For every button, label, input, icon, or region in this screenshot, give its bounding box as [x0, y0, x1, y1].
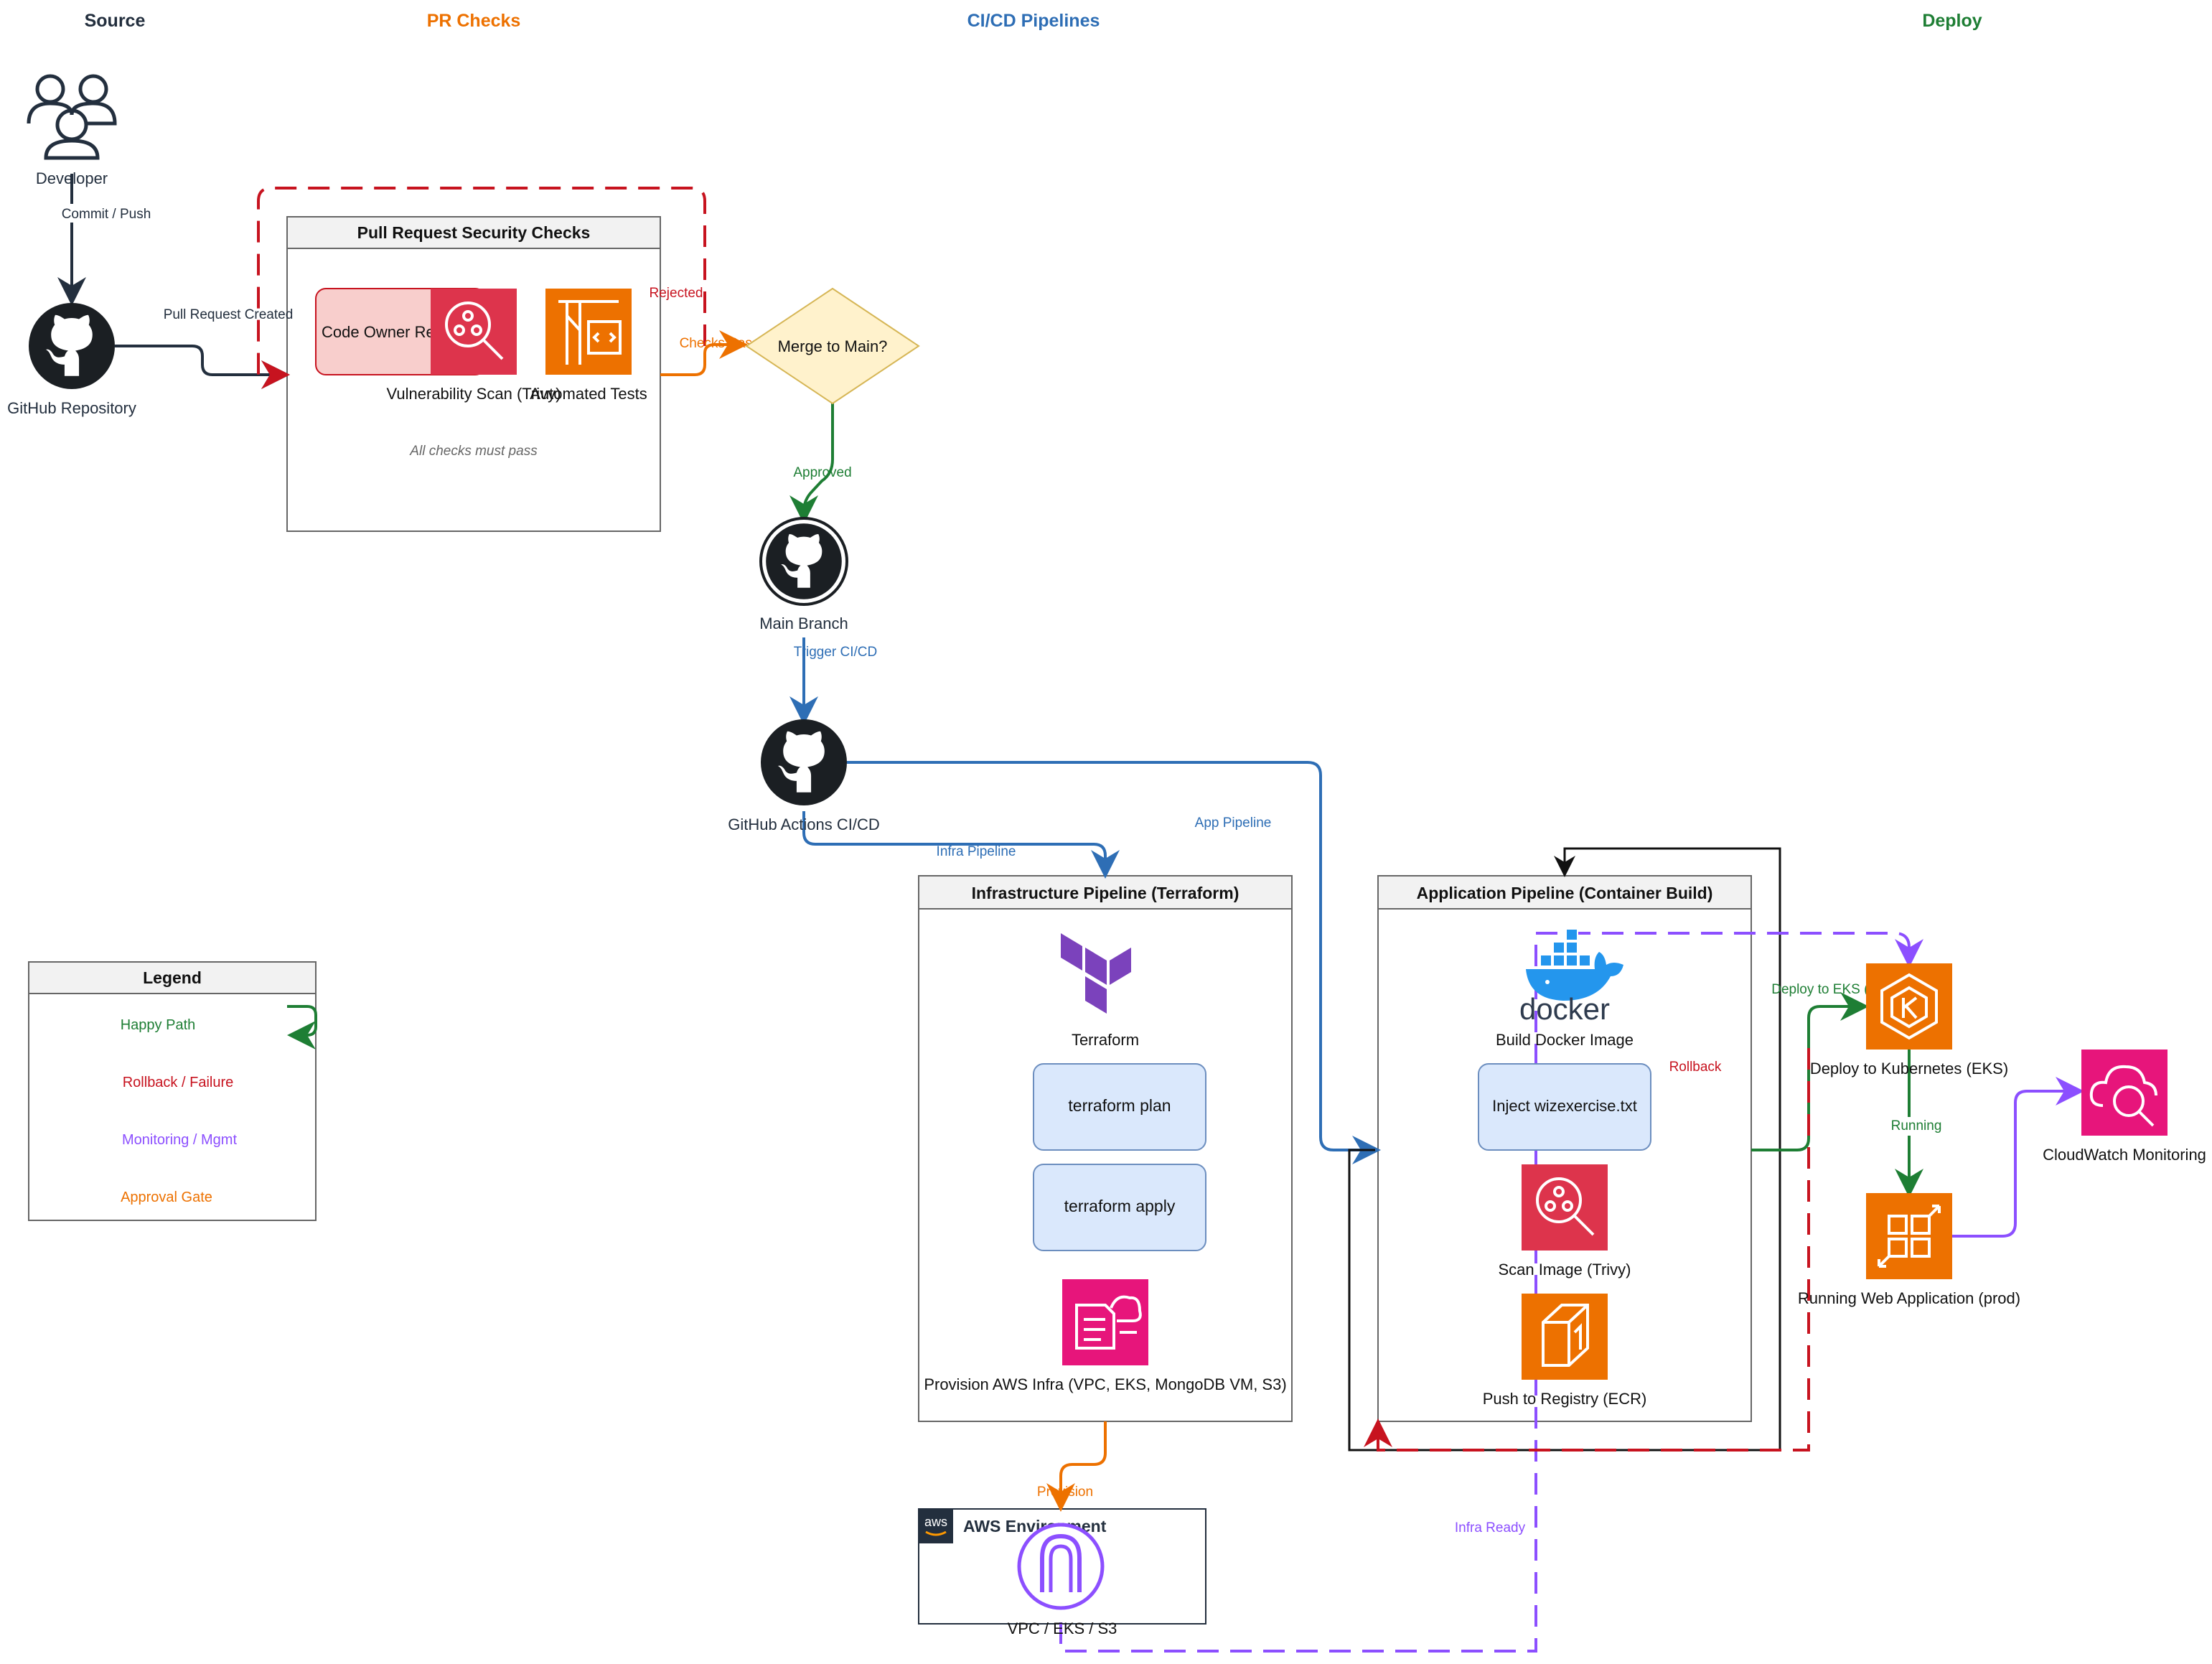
running-app-label: Running Web Application (prod): [1798, 1289, 2020, 1307]
edge-app-loop: [1554, 847, 1781, 905]
auto-tests-label: Automated Tests: [530, 385, 647, 403]
docker-icon: docker: [1519, 928, 1623, 1026]
provision-aws-infra-node[interactable]: Provision AWS Infra (VPC, EKS, MongoDB V…: [924, 1279, 1287, 1393]
edge-deploy-to-eks: [1751, 992, 1869, 1151]
github-icon: [761, 719, 847, 805]
label-provision: Provision: [1037, 1485, 1093, 1500]
label-pr-created: Pull Request Created: [164, 307, 294, 322]
inject-label: Inject wizexercise.txt: [1492, 1097, 1637, 1115]
terraform-plan-step[interactable]: terraform plan: [1033, 1063, 1206, 1151]
label-rollback: Rollback: [1669, 1060, 1722, 1075]
pr-group-title: Pull Request Security Checks: [357, 223, 591, 242]
terraform-label: Terraform: [1072, 1031, 1139, 1049]
edge-app-pipeline: [847, 761, 1381, 1164]
main-branch-label: Main Branch: [759, 614, 848, 632]
label-checks-pass: Checks Pass: [680, 336, 759, 351]
tf-apply-label: terraform apply: [1064, 1197, 1176, 1215]
app-group-title: Application Pipeline (Container Build): [1417, 884, 1713, 902]
github-icon: [29, 303, 115, 389]
automated-tests-node[interactable]: Automated Tests: [530, 289, 647, 403]
build-docker-label: Build Docker Image: [1496, 1031, 1634, 1049]
edge-monitoring: [1952, 1077, 2084, 1238]
inject-step[interactable]: Inject wizexercise.txt: [1478, 1063, 1651, 1151]
edge-approved: [789, 402, 834, 524]
legend-approval: Approval Gate: [121, 1189, 212, 1205]
provision-infra-label: Provision AWS Infra (VPC, EKS, MongoDB V…: [924, 1375, 1286, 1393]
terraform-icon: [1061, 933, 1131, 1014]
edge-app-loop-bottom: [1348, 905, 1781, 1452]
deploy-eks-node[interactable]: Deploy to Kubernetes (EKS): [1810, 963, 2008, 1078]
edge-rejected: [257, 187, 706, 389]
label-rejected: Rejected: [650, 286, 703, 301]
label-running: Running: [1891, 1118, 1942, 1134]
tf-plan-label: terraform plan: [1068, 1096, 1171, 1115]
merge-decision-node[interactable]: Merge to Main?: [745, 287, 920, 405]
main-branch-node[interactable]: Main Branch: [759, 517, 848, 632]
lane-source-title: Source: [85, 11, 146, 31]
github-icon: [766, 523, 842, 599]
gha-label: GitHub Actions CI/CD: [728, 815, 880, 833]
github-repository-node[interactable]: GitHub Repository: [7, 303, 136, 417]
label-infra-ready: Infra Ready: [1455, 1520, 1526, 1536]
edge-infra-pipeline: [802, 811, 1120, 879]
push-registry-label: Push to Registry (ECR): [1483, 1390, 1647, 1408]
lane-cicd-title: CI/CD Pipelines: [967, 11, 1100, 31]
push-registry-node[interactable]: Push to Registry (ECR): [1483, 1294, 1647, 1408]
github-repo-label: GitHub Repository: [7, 399, 136, 417]
legend-happy-path: Happy Path: [121, 1017, 196, 1033]
legend-title: Legend: [143, 968, 202, 987]
developer-node[interactable]: Developer: [27, 74, 117, 187]
vuln-scan-label: Vulnerability Scan (Trivy): [387, 385, 561, 403]
cloudwatch-icon: [2081, 1050, 2168, 1136]
aws-badge-text: aws: [924, 1515, 947, 1529]
cloudwatch-label: CloudWatch Monitoring: [2043, 1146, 2206, 1164]
edge-provision: [1046, 1421, 1107, 1512]
lane-pr-checks-title: PR Checks: [427, 11, 521, 31]
running-app-node[interactable]: Running Web Application (prod): [1798, 1193, 2020, 1307]
label-infra-pipeline: Infra Pipeline: [937, 844, 1016, 859]
label-commit-push: Commit / Push: [62, 207, 151, 222]
terraform-apply-step[interactable]: terraform apply: [1033, 1164, 1206, 1251]
vulnerability-scan-node[interactable]: Vulnerability Scan (Trivy): [387, 289, 561, 403]
merge-label: Merge to Main?: [778, 337, 888, 355]
developer-label: Developer: [36, 169, 108, 187]
all-checks-note: All checks must pass: [409, 444, 538, 459]
cloudwatch-node[interactable]: CloudWatch Monitoring: [2043, 1050, 2206, 1164]
vpc-node[interactable]: VPC / EKS / S3: [1008, 1523, 1117, 1637]
edge-infra-ready: [1059, 932, 1923, 1653]
github-actions-node[interactable]: GitHub Actions CI/CD: [728, 719, 880, 833]
edges: [57, 174, 2084, 1653]
infra-group-title: Infrastructure Pipeline (Terraform): [972, 884, 1239, 902]
lane-deploy-title: Deploy: [1922, 11, 1982, 31]
deploy-eks-label: Deploy to Kubernetes (EKS): [1810, 1060, 2008, 1078]
terraform-node[interactable]: Terraform: [1061, 933, 1139, 1049]
legend-monitoring: Monitoring / Mgmt: [122, 1132, 237, 1148]
scan-image-node[interactable]: Scan Image (Trivy): [1498, 1164, 1631, 1279]
edge-pr-created: [115, 345, 290, 389]
vpc-label: VPC / EKS / S3: [1008, 1619, 1117, 1637]
label-approved: Approved: [793, 465, 851, 480]
legend-box: Legend Happy Path Rollback / Failure Mon…: [28, 961, 317, 1221]
users-icon: [27, 74, 117, 160]
legend-rollback: Rollback / Failure: [123, 1075, 234, 1090]
scan-image-label: Scan Image (Trivy): [1498, 1261, 1631, 1279]
edge-rollback: [1364, 1048, 1810, 1452]
label-trigger: Trigger CI/CD: [794, 645, 877, 660]
aws-logo-icon: [919, 1509, 953, 1543]
label-app-pipeline: App Pipeline: [1195, 815, 1272, 831]
edge-checks-pass: [660, 330, 748, 376]
build-docker-image-node[interactable]: docker Build Docker Image: [1496, 928, 1634, 1049]
docker-wordmark: docker: [1519, 992, 1610, 1026]
legend-loop-arrow: [287, 1005, 317, 1050]
